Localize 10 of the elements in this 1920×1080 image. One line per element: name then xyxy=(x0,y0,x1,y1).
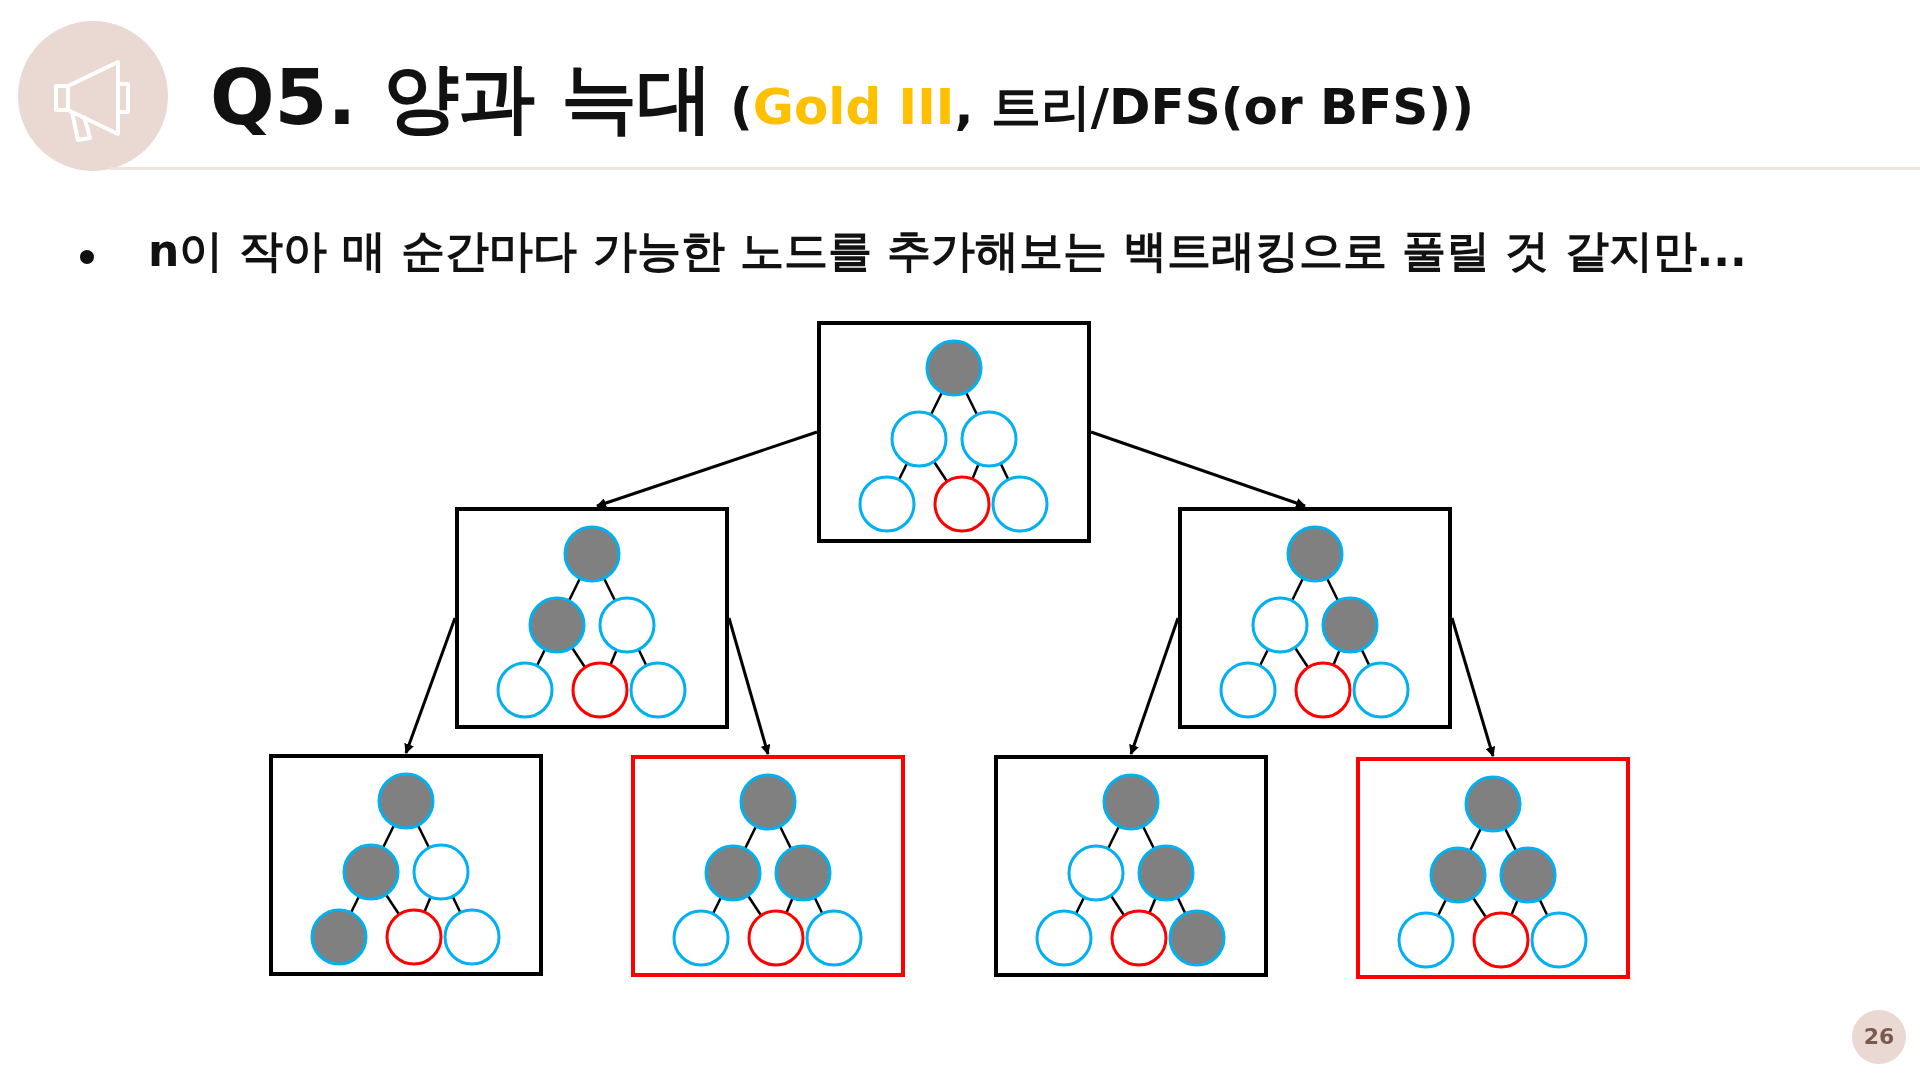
arrow xyxy=(404,617,457,754)
arrow xyxy=(1129,617,1180,755)
arrow xyxy=(1450,617,1496,757)
arrow xyxy=(596,430,818,508)
slide-title: Q5. 양과 늑대 xyxy=(210,52,714,144)
arrow xyxy=(727,617,771,755)
page-number: 26 xyxy=(1852,1010,1906,1064)
subtitle: (Gold III, 트리/DFS(or BFS)) xyxy=(730,77,1474,138)
bullet-text: n이 작아 매 순간마다 가능한 노드를 추가해보는 백트래킹으로 풀릴 것 같지만... xyxy=(148,224,1747,278)
arrow xyxy=(1090,430,1306,508)
